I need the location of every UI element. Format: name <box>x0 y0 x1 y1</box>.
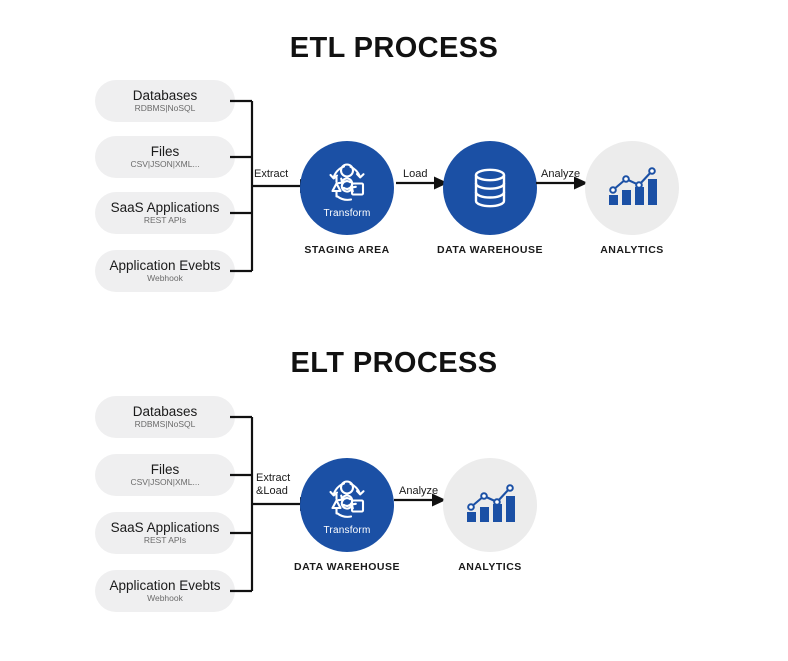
source-pill-saas-applications[interactable]: SaaS Applications REST APIs <box>95 512 235 554</box>
analytics-caption: ANALYTICS <box>458 561 522 573</box>
source-pill-subtitle: Webhook <box>147 593 183 604</box>
staging-area-inner-label: Transform <box>323 207 371 219</box>
source-pill-title: SaaS Applications <box>110 519 220 535</box>
node-analytics[interactable]: ANALYTICS <box>585 141 679 256</box>
database-cylinder-icon <box>474 168 506 208</box>
source-pill-application-events[interactable]: Application Evebts Webhook <box>95 570 235 612</box>
source-pill-title: Application Evebts <box>109 577 221 593</box>
source-pill-application-events[interactable]: Application Evebts Webhook <box>95 250 235 292</box>
source-pill-subtitle: RDBMS|NoSQL <box>134 419 196 430</box>
bar-line-chart-icon <box>609 167 657 205</box>
analytics-circle <box>443 458 537 552</box>
source-pill-title: Databases <box>132 403 198 419</box>
data-warehouse-inner-label: Transform <box>323 524 371 536</box>
source-pill-title: Application Evebts <box>109 257 221 273</box>
arrow-label-extract: Extract <box>254 168 289 180</box>
source-pill-title: Databases <box>132 87 198 103</box>
analytics-caption: ANALYTICS <box>600 244 664 256</box>
source-pill-subtitle: RDBMS|NoSQL <box>134 103 196 114</box>
arrow-label-extract-load: Extract &Load <box>256 472 291 497</box>
arrow-label-load: Load <box>403 168 428 180</box>
source-pill-databases[interactable]: Databases RDBMS|NoSQL <box>95 396 235 438</box>
data-warehouse-caption: DATA WAREHOUSE <box>437 244 543 256</box>
analytics-circle <box>585 141 679 235</box>
elt-section-title: ELT PROCESS <box>290 347 498 379</box>
node-analytics[interactable]: ANALYTICS <box>443 458 537 573</box>
source-pill-saas-applications[interactable]: SaaS Applications REST APIs <box>95 192 235 234</box>
source-pill-subtitle: REST APIs <box>143 535 187 546</box>
source-pill-subtitle: CSV|JSON|XML... <box>130 477 200 488</box>
source-pill-subtitle: Webhook <box>147 273 183 284</box>
transform-icon <box>329 162 365 201</box>
source-pill-title: Files <box>150 461 180 477</box>
node-data-warehouse[interactable]: DATA WAREHOUSE <box>437 141 542 256</box>
source-pill-title: SaaS Applications <box>110 199 220 215</box>
staging-area-circle: Transform <box>300 141 394 235</box>
source-pill-title: Files <box>150 143 180 159</box>
node-data-warehouse[interactable]: Transform DATA WAREHOUSE <box>294 458 399 573</box>
elt-section: ELT PROCESS Databases RDBMS|NoSQL Files … <box>0 318 788 661</box>
data-warehouse-circle <box>443 141 537 235</box>
source-pill-subtitle: CSV|JSON|XML... <box>130 159 200 170</box>
etl-section-title: ETL PROCESS <box>289 32 499 64</box>
arrow-label-analyze: Analyze <box>541 168 581 180</box>
data-warehouse-circle: Transform <box>300 458 394 552</box>
staging-area-caption: STAGING AREA <box>304 244 390 256</box>
source-pill-subtitle: REST APIs <box>143 215 187 226</box>
etl-section: ETL PROCESS Databases RDBMS|NoSQL Files … <box>0 0 788 330</box>
data-warehouse-caption: DATA WAREHOUSE <box>294 561 400 573</box>
transform-icon <box>329 479 365 518</box>
source-pill-files[interactable]: Files CSV|JSON|XML... <box>95 136 235 178</box>
bar-line-chart-icon <box>467 484 515 522</box>
arrow-label-analyze: Analyze <box>399 485 439 497</box>
source-pill-files[interactable]: Files CSV|JSON|XML... <box>95 454 235 496</box>
source-pill-databases[interactable]: Databases RDBMS|NoSQL <box>95 80 235 122</box>
node-staging-area[interactable]: Transform STAGING AREA <box>300 141 394 256</box>
